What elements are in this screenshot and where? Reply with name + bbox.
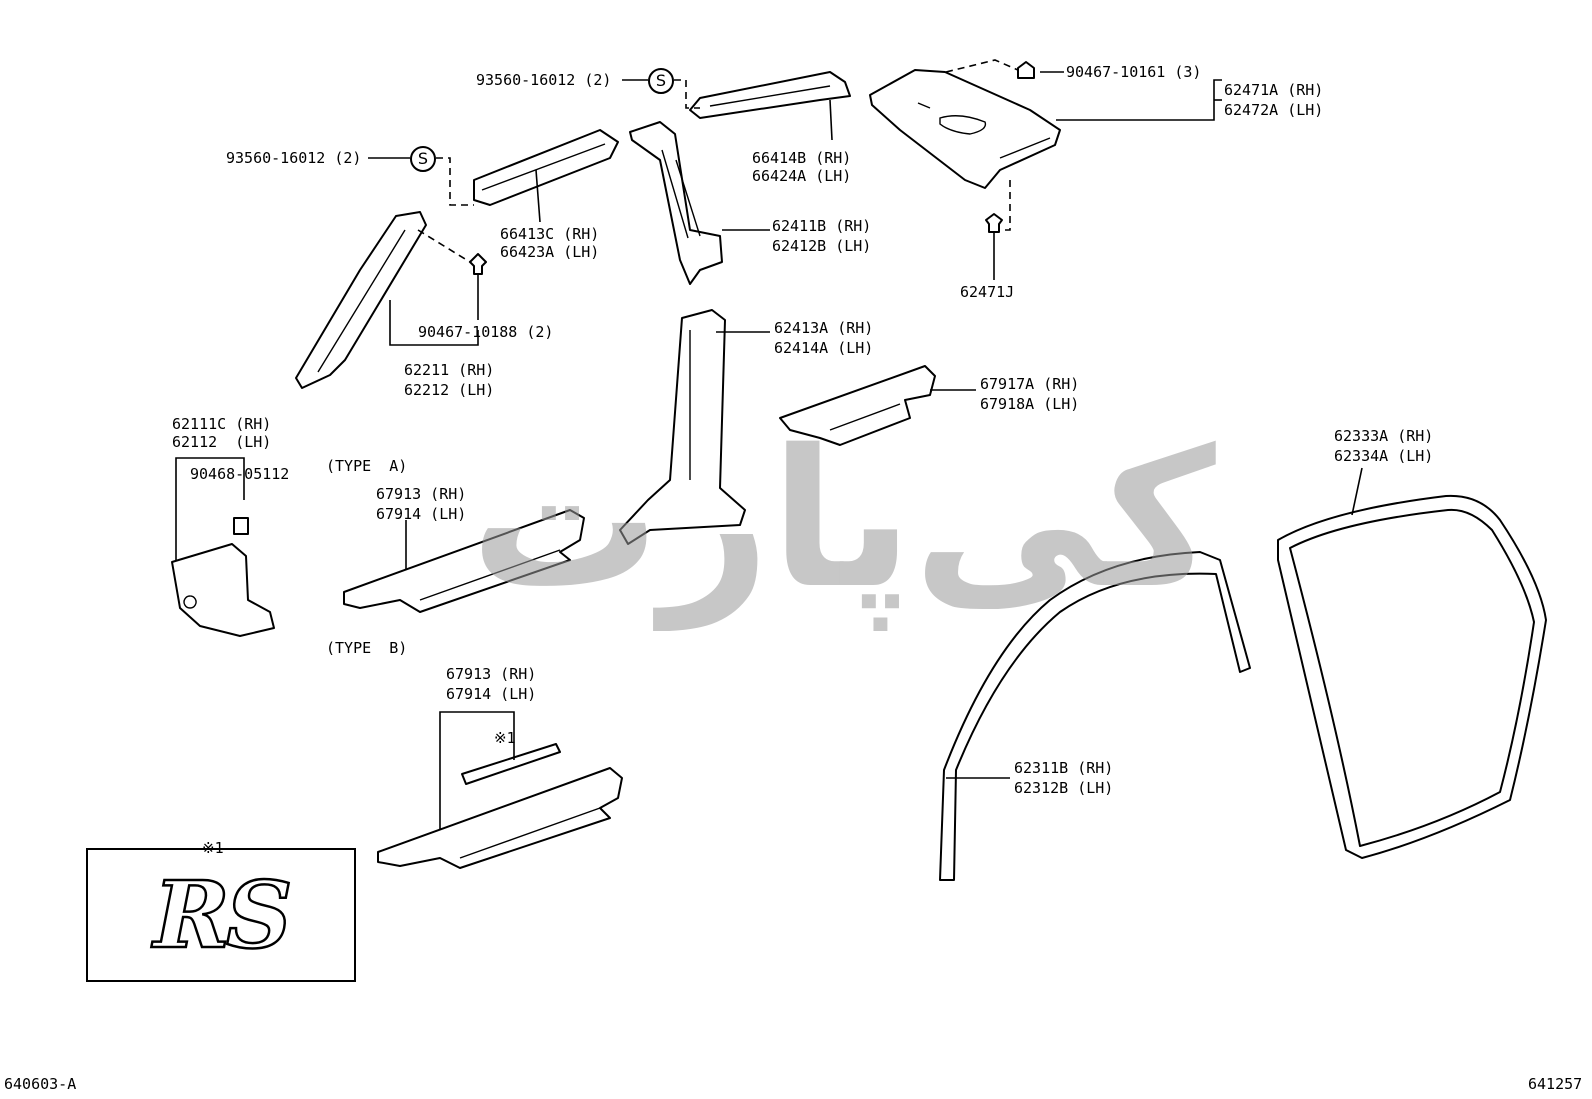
part-label: 62472A (LH) (1224, 101, 1324, 119)
part-label: 62212 (LH) (404, 381, 495, 399)
s-symbol: S (410, 146, 436, 172)
clip-fasteners (469, 61, 1035, 275)
roof-side-rail-rear (689, 71, 851, 119)
reference-mark: ※1 (494, 729, 516, 747)
s-symbol: S (648, 68, 674, 94)
part-label: 62112 (LH) (172, 433, 272, 451)
part-label: 93560-16012 (2) (476, 71, 612, 89)
part-label: 62412B (LH) (772, 237, 872, 255)
part-label: 62312B (LH) (1014, 779, 1114, 797)
part-label: 90468-05112 (190, 465, 290, 483)
part-label: 62471A (RH) (1224, 81, 1324, 99)
part-label: 90467-10188 (2) (418, 323, 554, 341)
front-door-scuff-plate-type-b (377, 743, 623, 869)
part-label: 67914 (LH) (376, 505, 467, 523)
part-label: 67914 (LH) (446, 685, 537, 703)
roof-side-rail-front (473, 129, 619, 206)
part-label: 93560-16012 (2) (226, 149, 362, 167)
rs-emblem: RS (152, 860, 293, 971)
part-label: 66413C (RH) (500, 225, 600, 243)
part-label: 66423A (LH) (500, 243, 600, 261)
part-label: 62311B (RH) (1014, 759, 1114, 777)
type-label: (TYPE B) (326, 639, 408, 657)
part-label: 62413A (RH) (774, 319, 874, 337)
part-label: 62111C (RH) (172, 415, 272, 433)
front-door-weatherstrip (939, 551, 1251, 881)
type-label: (TYPE A) (326, 457, 408, 475)
part-label: 62334A (LH) (1334, 447, 1434, 465)
part-label: 67917A (RH) (980, 375, 1080, 393)
part-label: 90467-10161 (3) (1066, 63, 1202, 81)
part-label: 67913 (RH) (446, 665, 537, 683)
watermark: کی‌پارت (470, 409, 1224, 630)
part-label: 62333A (RH) (1334, 427, 1434, 445)
center-pillar-lower (619, 309, 746, 545)
leader-lines (175, 59, 1363, 830)
part-label: 62411B (RH) (772, 217, 872, 235)
center-pillar-upper (629, 121, 723, 285)
rear-door-scuff-plate (779, 365, 936, 446)
diagram-code-left: 640603-A (4, 1075, 77, 1093)
rs-emblem-inset: RS (86, 848, 356, 982)
part-label: 66414B (RH) (752, 149, 852, 167)
front-pillar-garnish (295, 211, 427, 389)
rear-door-weatherstrip (1277, 494, 1547, 859)
part-label: 67913 (RH) (376, 485, 467, 503)
part-label: 62211 (RH) (404, 361, 495, 379)
part-label: 67918A (LH) (980, 395, 1080, 413)
front-door-scuff-plate-type-a (343, 509, 585, 613)
part-label: 62414A (LH) (774, 339, 874, 357)
quarter-upper-trim (869, 69, 1061, 189)
part-label: 66424A (LH) (752, 167, 852, 185)
cowl-side-trim (171, 517, 275, 637)
part-label: 62471J (960, 283, 1015, 301)
diagram-code-right: 641257 (1528, 1075, 1583, 1093)
